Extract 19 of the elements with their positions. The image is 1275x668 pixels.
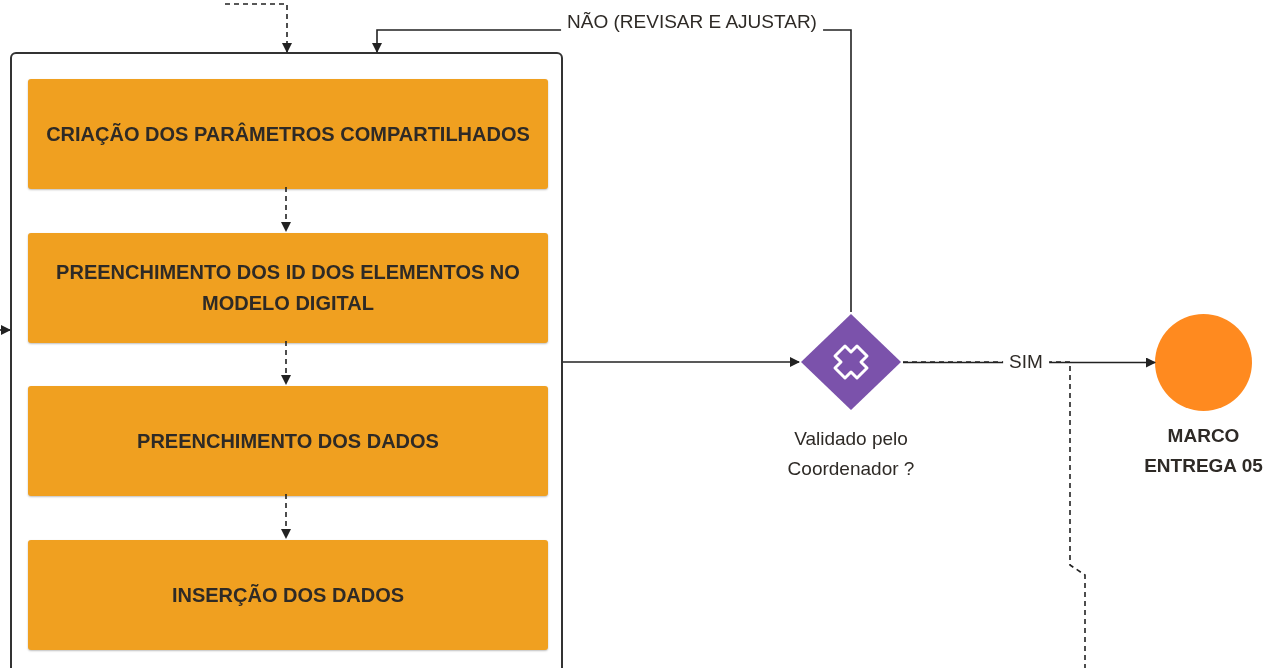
dashed-arrow: [224, 3, 292, 53]
step-label: CRIAÇÃO DOS PARÂMETROS COMPARTILHADOS: [45, 121, 531, 147]
process-box: [28, 233, 548, 343]
arrow: [0, 325, 11, 335]
step-label: PREENCHIMENTO DOS ID DOS ELEMENTOS NO MODELO DIGITAL: [55, 260, 521, 316]
process-box: [28, 386, 548, 496]
milestone-caption: MARCO ENTREGA 05: [1143, 424, 1264, 478]
decision-diamond: [799, 312, 903, 412]
step-label: INSERÇÃO DOS DADOS: [170, 582, 406, 608]
process-box: [28, 540, 548, 650]
dashed-arrow: [281, 340, 291, 385]
dashed-arrow: [281, 186, 291, 232]
step-label: PREENCHIMENTO DOS DADOS: [136, 428, 440, 454]
decision-caption: Validado pelo Coordenador ?: [786, 427, 916, 481]
edge-label: NÃO (REVISAR E AJUSTAR): [561, 10, 823, 34]
arrow: [562, 357, 800, 367]
process-box: [28, 79, 548, 189]
group-frame: [10, 52, 563, 668]
dashed-arrow: [281, 493, 291, 539]
